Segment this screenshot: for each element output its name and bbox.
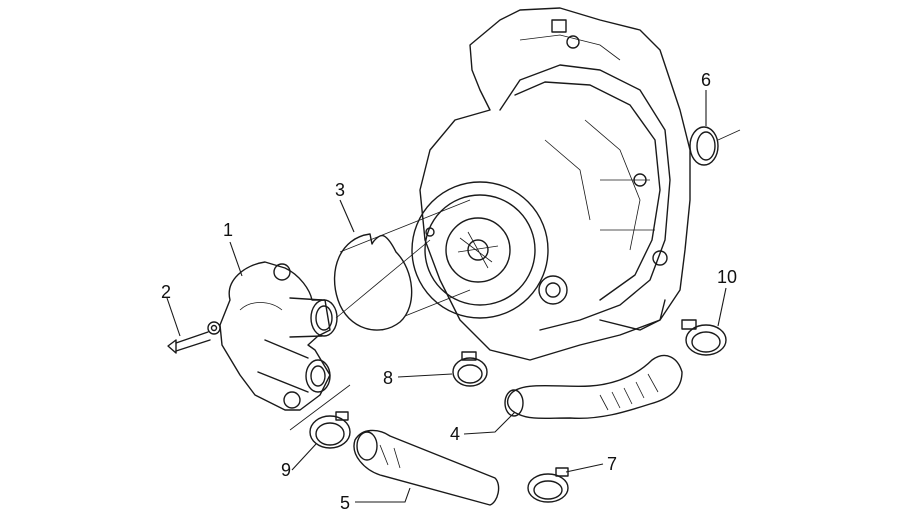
clamp-9 xyxy=(289,384,351,449)
pump-cover xyxy=(219,239,431,411)
callout-7: 7 xyxy=(607,454,617,474)
screw xyxy=(167,321,221,354)
callout-1: 1 xyxy=(223,220,233,240)
engine-cover xyxy=(411,7,691,361)
callout-8: 8 xyxy=(383,368,393,388)
clamp-10 xyxy=(681,319,727,356)
hose-lower xyxy=(353,429,500,506)
leader-lines xyxy=(166,90,727,503)
callout-2: 2 xyxy=(161,282,171,302)
hose-upper xyxy=(504,354,683,420)
gasket-ring xyxy=(333,199,471,331)
callout-5: 5 xyxy=(340,493,350,513)
callout-10: 10 xyxy=(717,267,737,287)
clamp-8 xyxy=(452,351,488,387)
callout-4: 4 xyxy=(450,424,460,444)
clamp-7 xyxy=(527,467,569,503)
callout-9: 9 xyxy=(281,460,291,480)
callout-6: 6 xyxy=(701,70,711,90)
callout-3: 3 xyxy=(335,180,345,200)
ring-seal xyxy=(689,126,741,166)
